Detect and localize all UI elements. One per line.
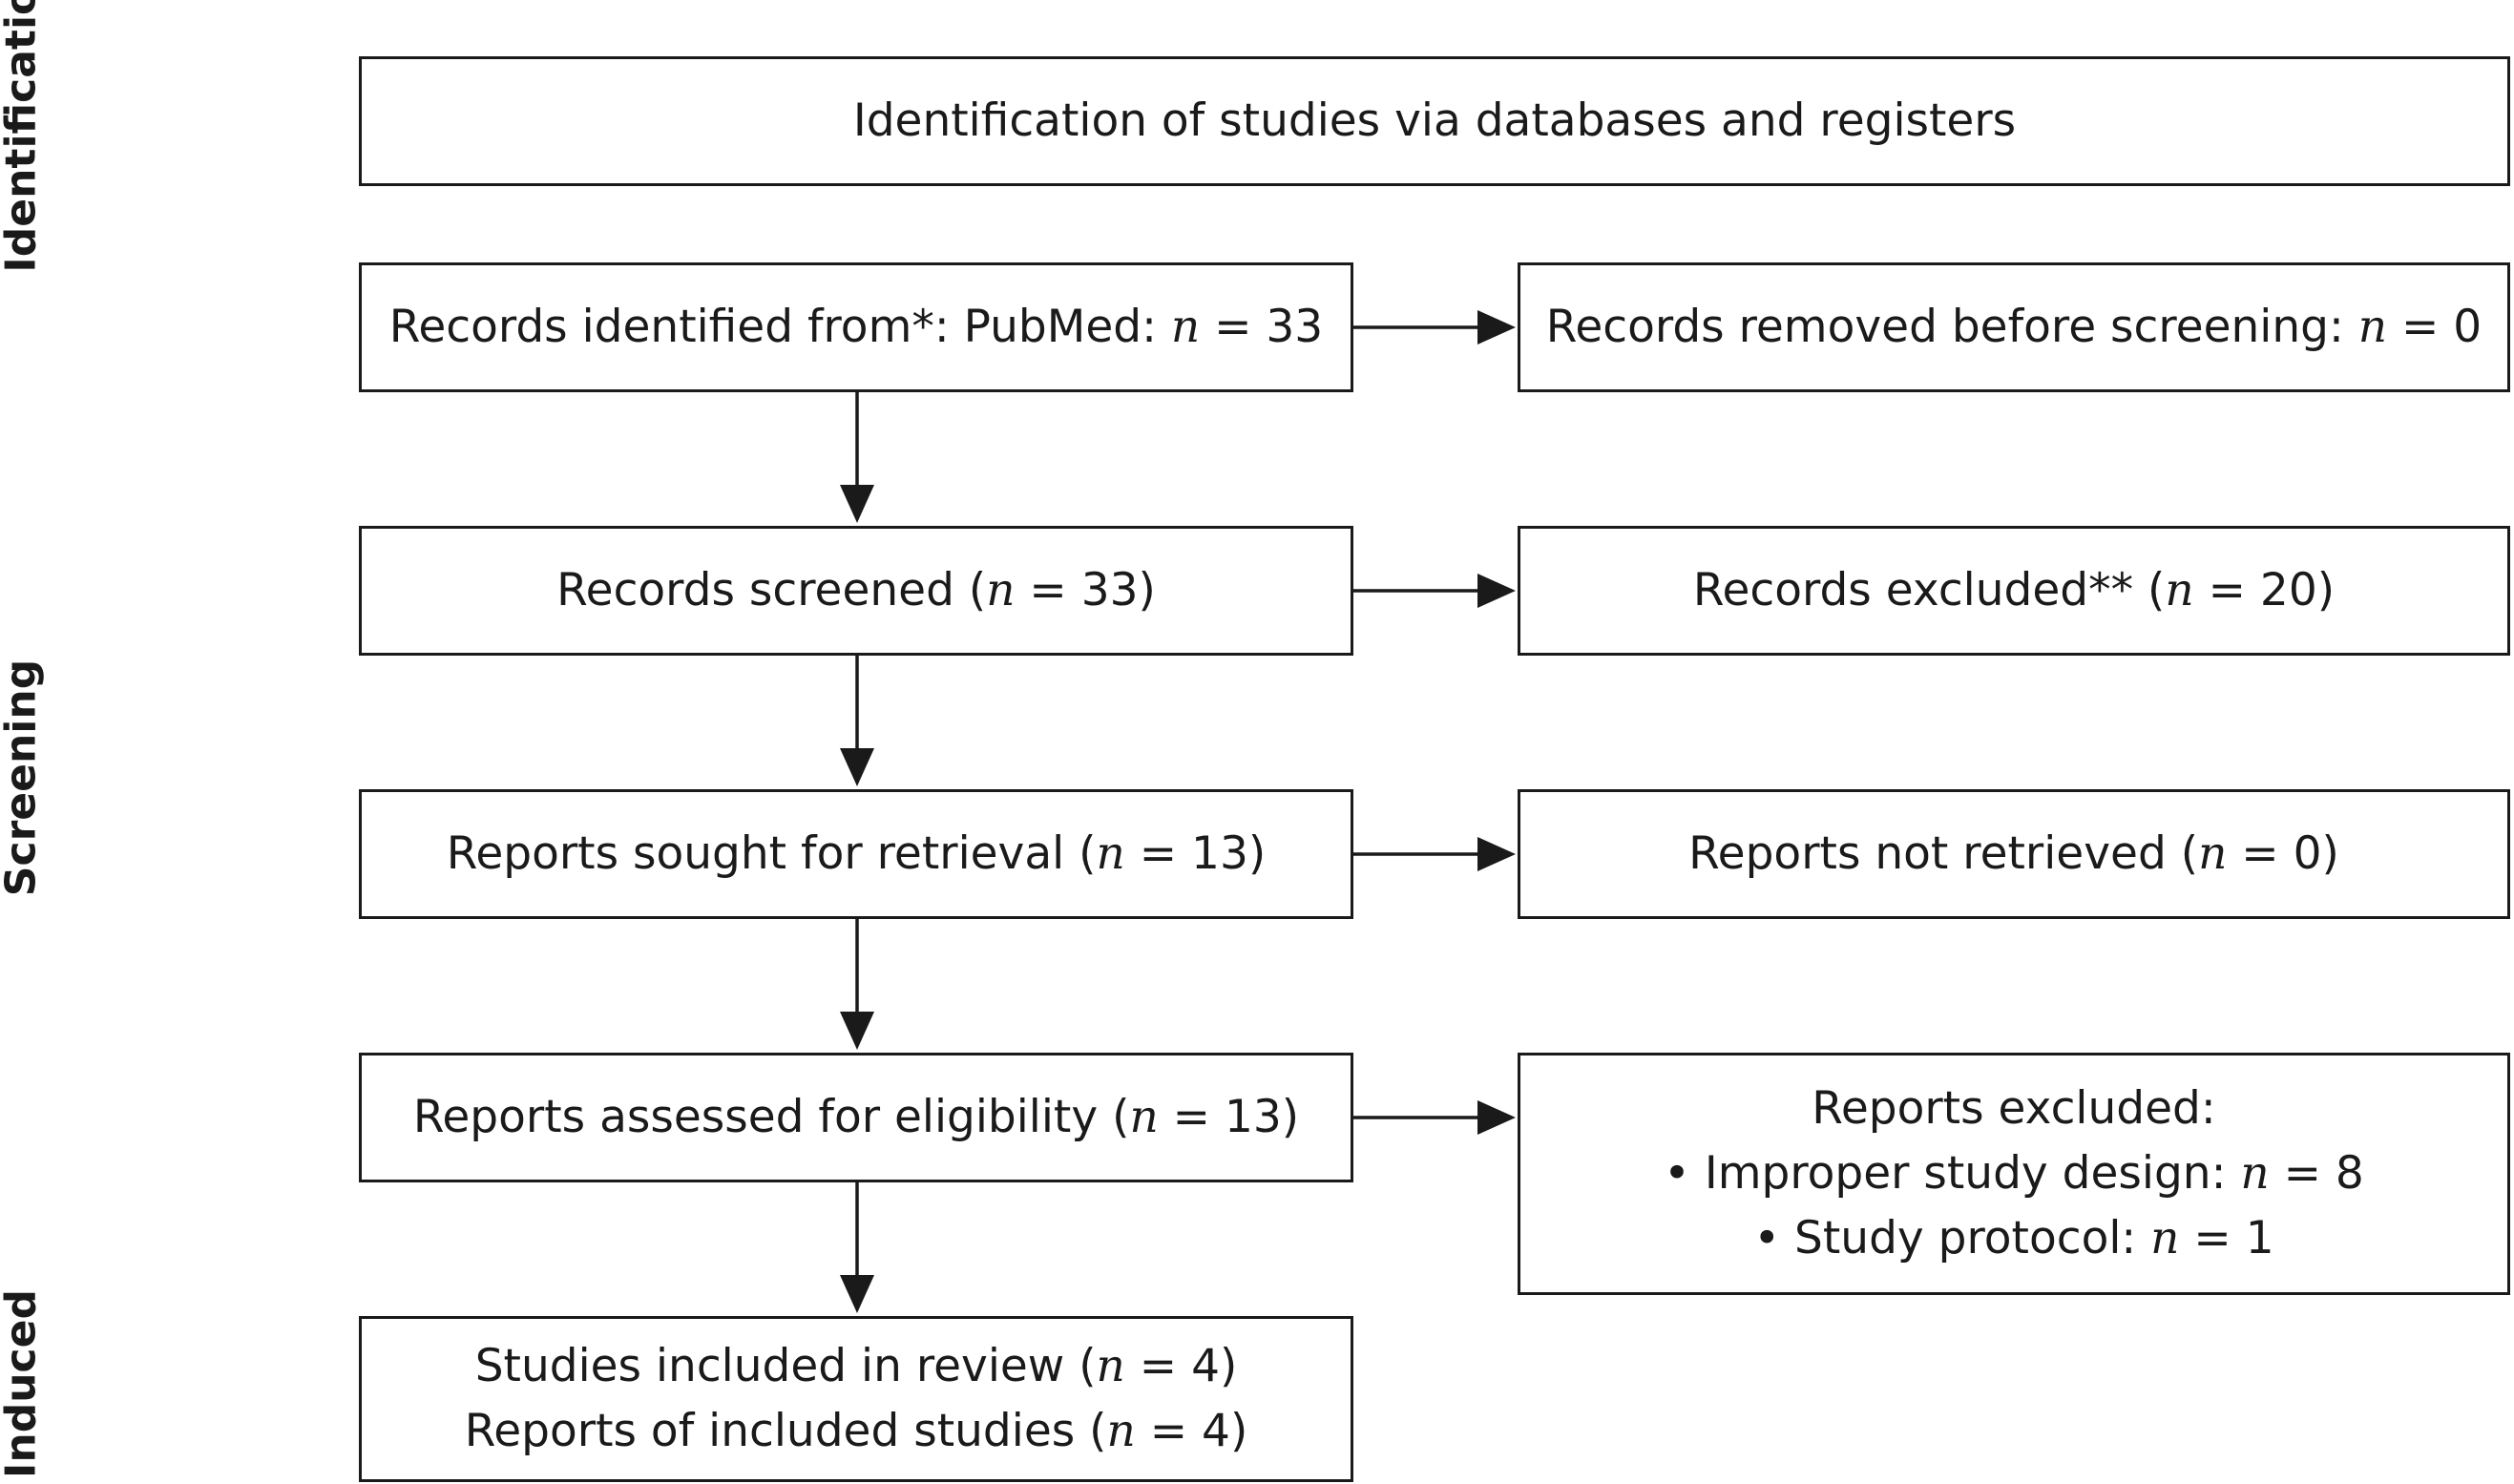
arrow-right-1: [1353, 310, 1516, 345]
reports-included-text: Reports of included studies (n = 4): [464, 1405, 1248, 1457]
reports-assessed-text: Reports assessed for eligibility (n = 13…: [412, 1090, 1300, 1143]
reports-excluded-item-protocol: • Study protocol: n = 1: [1753, 1212, 2274, 1265]
reports-assessed-box: Reports assessed for eligibility (n = 13…: [359, 1053, 1353, 1182]
arrow-down-2: [840, 656, 874, 786]
arrow-down-1: [840, 392, 874, 523]
records-excluded-text: Records excluded** (n = 20): [1692, 563, 2336, 617]
reports-excluded-box: Reports excluded: • Improper study desig…: [1518, 1053, 2510, 1295]
studies-included-box: Studies included in review (n = 4) Repor…: [359, 1316, 1353, 1482]
records-identified-box: Records identified from*: PubMed: n = 33: [359, 262, 1353, 392]
reports-not-retrieved-box: Reports not retrieved (n = 0): [1518, 789, 2510, 919]
arrow-right-4: [1353, 1100, 1516, 1135]
header-text: Identification of studies via databases …: [852, 94, 2017, 147]
arrow-right-3: [1353, 837, 1516, 871]
records-excluded-box: Records excluded** (n = 20): [1518, 526, 2510, 656]
studies-included-text: Studies included in review (n = 4): [474, 1339, 1238, 1392]
arrow-down-4: [840, 1182, 874, 1313]
records-screened-box: Records screened (n = 33): [359, 526, 1353, 656]
reports-excluded-item-design: • Improper study design: n = 8: [1664, 1146, 2364, 1200]
records-removed-text: Records removed before screening: n = 0: [1545, 300, 2483, 353]
records-removed-box: Records removed before screening: n = 0: [1518, 262, 2510, 392]
reports-sought-box: Reports sought for retrieval (n = 13): [359, 789, 1353, 919]
records-identified-text: Records identified from*: PubMed: n = 33: [388, 300, 1324, 353]
arrow-down-3: [840, 919, 874, 1050]
reports-not-retrieved-text: Reports not retrieved (n = 0): [1688, 826, 2339, 880]
arrow-right-2: [1353, 574, 1516, 608]
records-screened-text: Records screened (n = 33): [556, 563, 1156, 617]
header-box: Identification of studies via databases …: [359, 56, 2510, 186]
reports-sought-text: Reports sought for retrieval (n = 13): [446, 826, 1267, 880]
reports-excluded-title: Reports excluded:: [1812, 1081, 2216, 1135]
